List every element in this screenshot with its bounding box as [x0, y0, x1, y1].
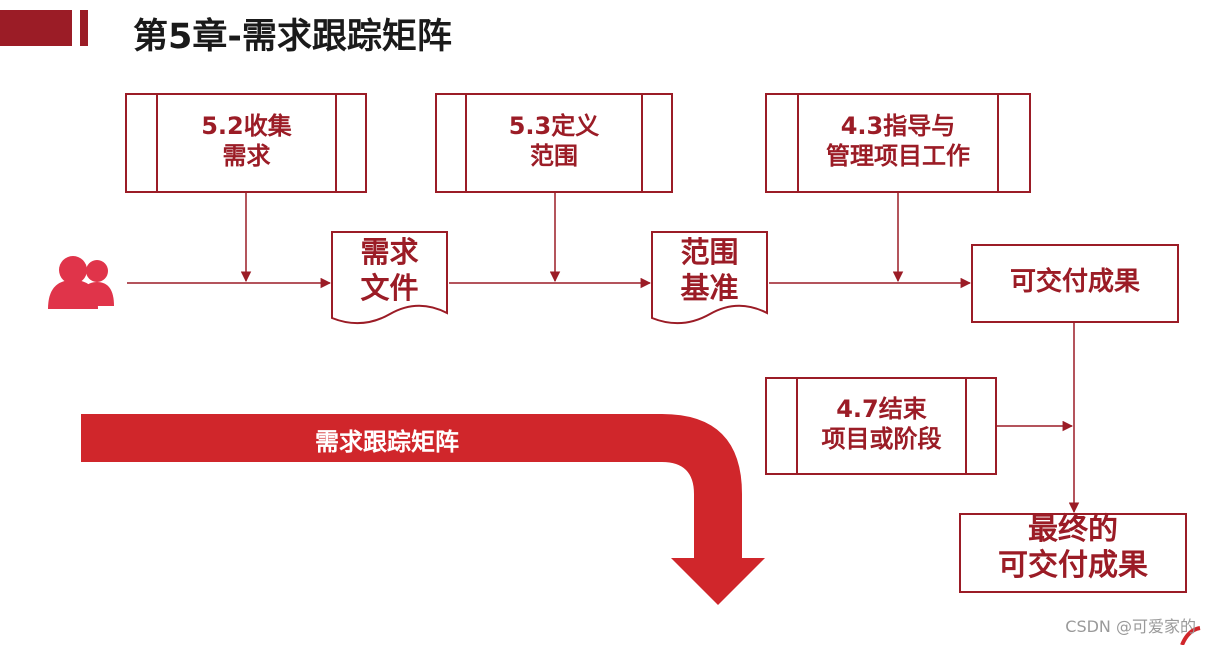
corner-logo-icon	[1180, 626, 1201, 645]
header-accent-bar	[0, 10, 72, 46]
document-shape-req	[331, 231, 448, 325]
final-deliverables-label: 最终的可交付成果	[998, 512, 1148, 583]
header-accent-stripe	[80, 10, 88, 46]
document-shape-baseline	[651, 231, 768, 325]
people-icon	[48, 256, 114, 309]
banner-label: 需求跟踪矩阵	[315, 428, 459, 456]
banner-arrow	[81, 414, 765, 605]
process-box-scope	[435, 93, 673, 193]
page-title: 第5章-需求跟踪矩阵	[133, 17, 452, 57]
watermark: CSDN @可爱家的	[1065, 617, 1196, 636]
process-direct-label: 4.3指导与管理项目工作	[826, 112, 970, 170]
requirements-docs-label: 需求文件	[360, 235, 419, 306]
deliverables-label: 可交付成果	[1009, 267, 1140, 297]
scope-baseline-label: 范围基准	[680, 235, 739, 306]
process-scope-label: 5.3定义范围	[508, 112, 600, 170]
process-close-label: 4.7结束项目或阶段	[821, 395, 942, 453]
final-deliverables-box	[959, 513, 1187, 593]
deliverables-box	[971, 244, 1179, 323]
process-collect-label: 5.2收集需求	[201, 112, 292, 170]
